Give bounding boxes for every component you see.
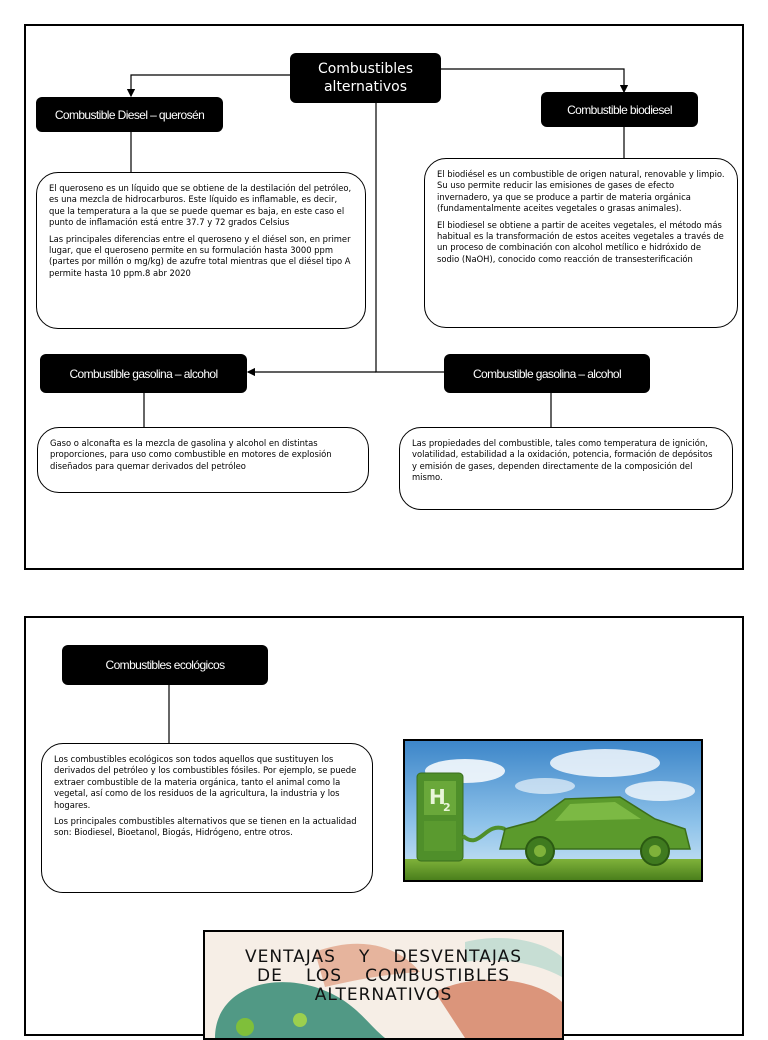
node-ecologicos-label: Combustibles ecológicos [106,658,225,672]
gasolina-left-paragraph: Gaso o alconafta es la mezcla de gasolin… [50,438,356,472]
node-diesel: Combustible Diesel – querosén [36,97,223,132]
node-gasolina-left: Combustible gasolina – alcohol [40,354,247,393]
biodiesel-paragraph-2: El biodiesel se obtiene a partir de acei… [437,220,725,266]
hydrogen-car-image: H 2 [403,739,703,882]
banner-title-line-2: DE LOS COMBUSTIBLES [205,967,562,986]
node-ecologicos: Combustibles ecológicos [62,645,268,685]
diesel-paragraph-2: Las principales diferencias entre el que… [49,234,353,280]
connector-to-diesel [131,75,290,96]
text-box-gasolina-left: Gaso o alconafta es la mezcla de gasolin… [37,427,369,493]
node-gasolina-left-label: Combustible gasolina – alcohol [69,367,217,381]
text-box-gasolina-right: Las propiedades del combustible, tales c… [399,427,733,510]
connector-to-biodiesel [441,69,624,92]
ecologicos-paragraph-2: Los principales combustibles alternativo… [54,816,360,839]
hydrogen-car-illustration: H 2 [405,741,701,880]
node-gasolina-right-label: Combustible gasolina – alcohol [473,367,621,381]
banner-title-line-1: VENTAJAS Y DESVENTAJAS [205,948,562,967]
h2-subscript: 2 [443,801,451,814]
center-node: Combustibles alternativos [290,53,441,103]
node-gasolina-right: Combustible gasolina – alcohol [444,354,650,393]
text-box-ecologicos: Los combustibles ecológicos son todos aq… [41,743,373,893]
text-box-diesel: El queroseno es un líquido que se obtien… [36,172,366,329]
gasolina-right-paragraph: Las propiedades del combustible, tales c… [412,438,720,484]
ecologicos-paragraph-1: Los combustibles ecológicos son todos aq… [54,754,360,811]
diesel-paragraph-1: El queroseno es un líquido que se obtien… [49,183,353,229]
text-box-biodiesel: El biodiésel es un combustible de origen… [424,158,738,328]
center-node-label: Combustibles alternativos [311,60,421,96]
node-diesel-label: Combustible Diesel – querosén [55,108,204,122]
biodiesel-paragraph-1: El biodiésel es un combustible de origen… [437,169,725,215]
node-biodiesel: Combustible biodiesel [541,92,698,127]
banner-title-line-3: ALTERNATIVOS [205,986,562,1005]
node-biodiesel-label: Combustible biodiesel [567,103,672,117]
